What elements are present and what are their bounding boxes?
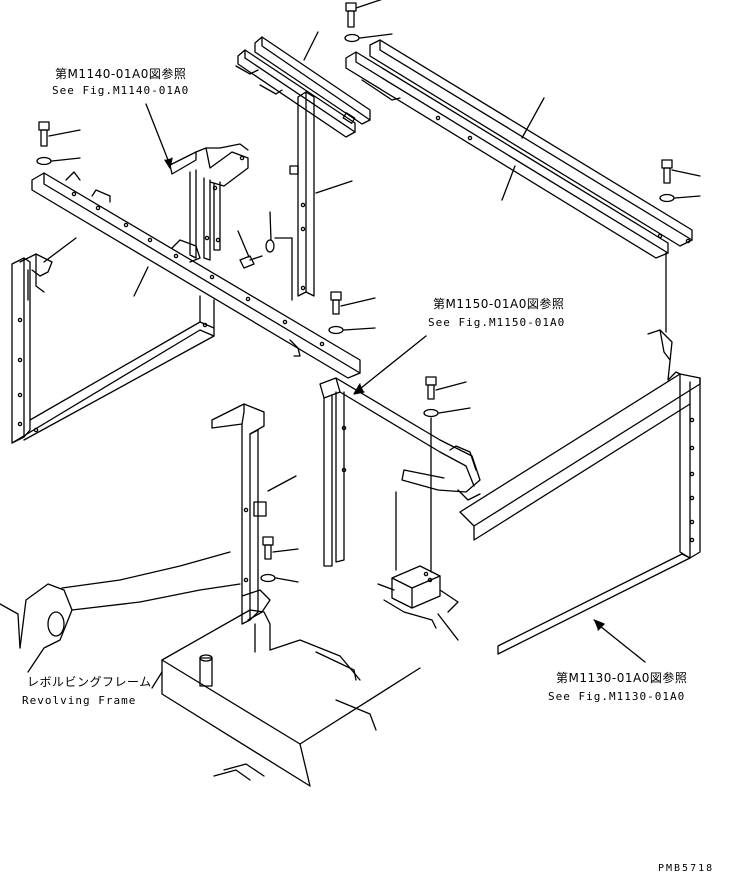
washer-middle bbox=[266, 212, 274, 252]
leader-upper-rail-left bbox=[304, 32, 318, 60]
revolving-frame-label-en: Revolving Frame bbox=[22, 694, 137, 707]
ref-label-M1150-en: See Fig.M1150-01A0 bbox=[428, 316, 566, 329]
bolt-left bbox=[39, 122, 80, 146]
bolt-lower-center bbox=[263, 537, 298, 559]
bolt-mid-right bbox=[331, 292, 375, 314]
mounting-block bbox=[378, 566, 458, 628]
ref-label-M1140-en: See Fig.M1140-01A0 bbox=[52, 84, 190, 97]
left-radiator-frame bbox=[12, 238, 214, 443]
vertical-post-upper bbox=[290, 92, 314, 296]
leader-ref-M1140 bbox=[146, 104, 170, 165]
revolving-frame-label-ja: レボルビングフレーム bbox=[27, 675, 152, 689]
leader-arrow-M1150 bbox=[354, 384, 364, 394]
washer-center bbox=[424, 408, 470, 572]
upper-rail-right bbox=[346, 40, 692, 258]
leader-vertical-post bbox=[316, 181, 352, 193]
leader-arrow-M1130 bbox=[594, 620, 604, 630]
leader-mounting-block bbox=[438, 614, 458, 640]
leader-upper-rail-right-1 bbox=[522, 98, 544, 138]
ref-label-M1150-ja: 第M1150-01A0図参照 bbox=[433, 297, 565, 311]
revolving-frame bbox=[0, 552, 420, 786]
right-radiator-frame bbox=[460, 330, 700, 654]
washer-right bbox=[660, 195, 700, 202]
washer-mid-right bbox=[329, 327, 375, 334]
leader-upper-rail-right-2 bbox=[502, 166, 515, 200]
washer-top-center bbox=[345, 34, 392, 42]
bolt-center bbox=[426, 377, 466, 399]
bolt-top-center bbox=[346, 0, 386, 27]
ref-label-M1140-ja: 第M1140-01A0図参照 bbox=[55, 67, 187, 81]
leader-ref-M1150 bbox=[356, 336, 426, 392]
leader-left-frame bbox=[134, 267, 148, 296]
upper-left-bracket bbox=[170, 144, 248, 260]
center-upright bbox=[320, 378, 480, 566]
drawing-code: PMB5718 bbox=[658, 863, 715, 874]
leader-arrow-M1140 bbox=[165, 158, 172, 168]
leader-ref-M1130 bbox=[600, 626, 645, 662]
upper-rail-left bbox=[236, 37, 370, 137]
lower-center-column bbox=[212, 404, 270, 624]
left-cross-beam bbox=[32, 172, 360, 378]
ref-label-M1130-en: See Fig.M1130-01A0 bbox=[548, 690, 686, 703]
washer-lower-center bbox=[261, 575, 298, 583]
washer-left bbox=[37, 158, 80, 165]
leader-lower-column bbox=[268, 476, 296, 491]
bolt-right bbox=[662, 160, 700, 183]
bolt-middle bbox=[238, 231, 262, 268]
ref-label-M1130-ja: 第M1130-01A0図参照 bbox=[556, 671, 688, 685]
